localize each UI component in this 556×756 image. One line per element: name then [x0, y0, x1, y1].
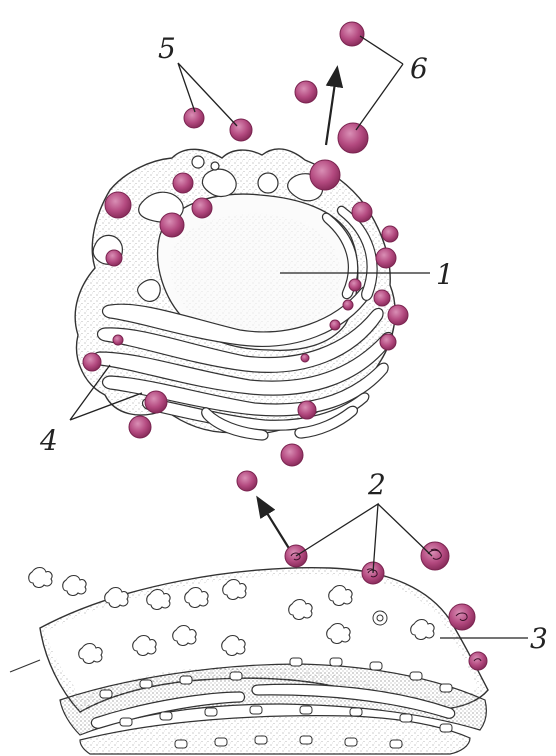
er-vesicle-c [420, 541, 450, 571]
label-3: 3 [530, 622, 548, 655]
vesicle-lower [236, 470, 258, 492]
golgi-small-vesicles [112, 278, 362, 363]
rough-er [9, 566, 489, 755]
label-6: 6 [410, 52, 428, 85]
vesicle-6a [339, 21, 365, 47]
golgi-vesicles [82, 159, 409, 467]
er-vesicle-d [448, 603, 476, 631]
label-5: 5 [158, 32, 176, 65]
golgi-complex [74, 148, 409, 467]
vesicle-6b [337, 122, 369, 154]
vesicle-free [294, 80, 318, 104]
label-1: 1 [436, 258, 454, 291]
label-4: 4 [39, 424, 58, 457]
leader-lines [69, 35, 528, 639]
arrow-up [324, 65, 344, 146]
label-2: 2 [367, 468, 386, 501]
arrow-left-up [256, 495, 291, 551]
er-vesicle-e [468, 651, 488, 671]
er-ribosomes [28, 566, 435, 664]
golgi-cisternae [91, 205, 394, 441]
er-ribosomes-small [99, 657, 453, 749]
